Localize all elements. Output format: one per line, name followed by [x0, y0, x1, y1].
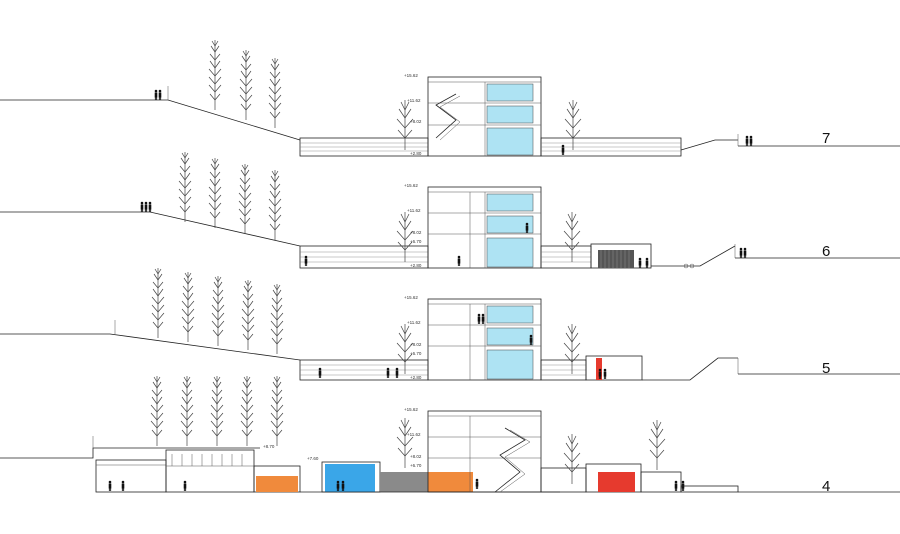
poplar-tree-icon: [210, 375, 224, 447]
bicycle-icon: [683, 263, 689, 269]
person-icon: [457, 255, 461, 266]
tree-icon: [563, 323, 581, 375]
person-icon: [183, 480, 187, 491]
person-icon: [749, 135, 753, 146]
level-label: +11.62: [407, 98, 421, 103]
person-icon: [121, 480, 125, 491]
person-icon: [108, 480, 112, 491]
person-icon: [475, 478, 479, 489]
tree-icon: [564, 99, 582, 151]
poplar-tree-icon: [150, 375, 164, 447]
poplar-tree-icon: [211, 275, 225, 347]
section-6: +15.62 +11.62 +8.02 +6.70 +2.80 6: [0, 151, 900, 269]
section-number: 6: [822, 243, 830, 260]
person-icon: [743, 247, 747, 258]
person-icon: [318, 367, 322, 378]
person-icon: [603, 368, 607, 379]
level-label: +6.70: [410, 351, 422, 356]
level-label: +6.70: [410, 463, 422, 468]
person-icon: [477, 313, 481, 324]
level-label: +15.62: [404, 407, 418, 412]
person-icon: [395, 367, 399, 378]
poplar-tree-icon: [208, 39, 222, 111]
tree-icon: [563, 211, 581, 263]
person-icon: [386, 367, 390, 378]
section-7: +15.62 +11.62 +8.02 +2.80 7: [0, 39, 900, 157]
poplar-tree-icon: [178, 151, 192, 223]
poplar-tree-icon: [181, 271, 195, 343]
poplar-tree-icon: [270, 375, 284, 447]
person-icon: [561, 144, 565, 155]
person-icon: [144, 201, 148, 212]
poplar-tree-icon: [241, 279, 255, 351]
level-label: +7.60: [307, 456, 319, 461]
poplar-tree-icon: [151, 267, 165, 339]
level-label: +11.62: [407, 432, 421, 437]
level-label: +8.70: [263, 444, 275, 449]
poplar-tree-icon: [180, 375, 194, 447]
level-label: +6.70: [410, 239, 422, 244]
level-label: +8.02: [410, 230, 422, 235]
person-icon: [638, 257, 642, 268]
level-label: +8.02: [410, 454, 422, 459]
tree-icon: [396, 211, 414, 263]
level-label: +11.62: [407, 320, 421, 325]
poplar-tree-icon: [268, 169, 282, 241]
section-number: 5: [822, 360, 830, 377]
person-icon: [304, 255, 308, 266]
tree-icon: [396, 99, 414, 151]
poplar-tree-icon: [240, 375, 254, 447]
tree-icon: [563, 433, 581, 485]
poplar-tree-icon: [208, 157, 222, 229]
person-icon: [745, 135, 749, 146]
person-icon: [739, 247, 743, 258]
poplar-tree-icon: [268, 57, 282, 129]
poplar-tree-icon: [270, 283, 284, 355]
level-label: +2.80: [410, 375, 422, 380]
person-icon: [148, 201, 152, 212]
tree-icon: [396, 417, 414, 469]
poplar-tree-icon: [239, 49, 253, 121]
section-number: 4: [822, 478, 830, 495]
level-label: +15.62: [404, 73, 418, 78]
person-icon: [154, 89, 158, 100]
poplar-tree-icon: [238, 163, 252, 235]
person-icon: [140, 201, 144, 212]
level-label: +11.62: [407, 208, 421, 213]
person-icon: [674, 480, 678, 491]
tree-icon: [648, 419, 666, 471]
section-number: 7: [822, 130, 830, 147]
level-label: +15.62: [404, 183, 418, 188]
section-4: +8.70 +7.60 +15.62 +11.62 +8.02 +6.70: [0, 375, 900, 495]
level-label: +8.02: [410, 119, 422, 124]
section-5: +15.62 +11.62 +8.02 +6.70 +2.80 5: [0, 267, 900, 381]
level-label: +8.02: [410, 342, 422, 347]
tree-icon: [396, 323, 414, 375]
person-icon: [645, 257, 649, 268]
level-label: +15.62: [404, 295, 418, 300]
person-icon: [158, 89, 162, 100]
level-label: +2.80: [410, 263, 422, 268]
level-label: +2.80: [410, 151, 422, 156]
person-icon: [481, 313, 485, 324]
